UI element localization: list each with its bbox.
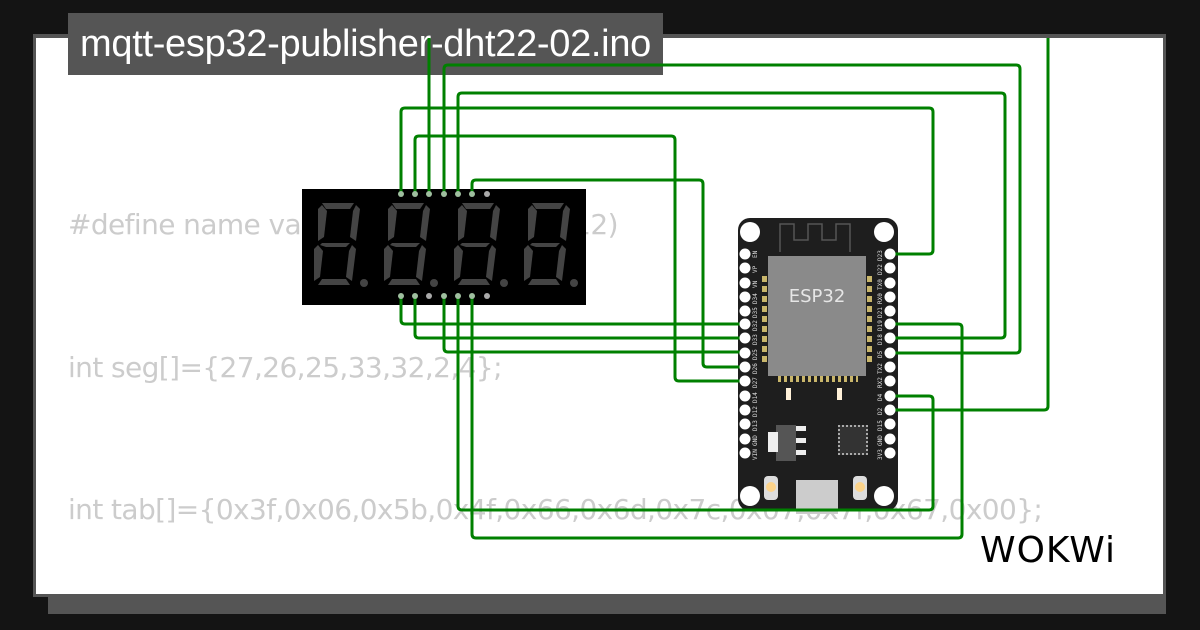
wire-i-d25: [442, 296, 745, 354]
svg-text:EN: EN: [752, 250, 759, 258]
voltage-regulator: [776, 425, 796, 461]
seven-segment-display[interactable]: [302, 189, 586, 305]
wire-k-d19: [470, 296, 964, 540]
svg-text:TX2: TX2: [877, 363, 884, 374]
usb-uart-chip: [838, 425, 868, 455]
mount-hole: [740, 486, 760, 506]
code-line: int seg[]={27,26,25,33,32,2,4};: [68, 350, 503, 384]
en-button[interactable]: [853, 476, 867, 500]
svg-text:D25: D25: [752, 349, 759, 360]
wire-j-d4: [456, 296, 935, 512]
mount-hole: [874, 486, 894, 506]
svg-text:D33: D33: [752, 334, 759, 345]
svg-text:3V3: 3V3: [877, 449, 884, 460]
wire-a-d23: [399, 106, 935, 256]
antenna-icon: [779, 223, 851, 252]
svg-text:D27: D27: [752, 377, 759, 388]
svg-text:D12: D12: [752, 406, 759, 417]
wire-f-d26: [470, 178, 745, 369]
wire-c-d2: [890, 38, 1050, 412]
svg-text:D4: D4: [877, 393, 884, 401]
svg-text:VP: VP: [752, 265, 759, 273]
wire-e-d18: [456, 91, 1007, 340]
esp32-module: [768, 256, 866, 376]
svg-text:D14: D14: [752, 392, 759, 403]
svg-text:GND: GND: [877, 435, 884, 446]
svg-text:RX0: RX0: [877, 293, 884, 304]
svg-text:D35: D35: [752, 307, 759, 318]
svg-text:RX2: RX2: [877, 377, 884, 388]
wire-h-d33: [413, 296, 745, 340]
svg-text:GND: GND: [752, 435, 759, 446]
svg-text:D34: D34: [752, 293, 759, 304]
svg-text:VIN: VIN: [752, 449, 759, 460]
mount-hole: [740, 222, 760, 242]
svg-text:VN: VN: [752, 280, 759, 288]
svg-text:D15: D15: [877, 420, 884, 431]
mount-hole: [874, 222, 894, 242]
svg-text:D18: D18: [877, 334, 884, 345]
wokwi-logo: WOKWi: [980, 530, 1117, 571]
svg-text:D32: D32: [752, 320, 759, 331]
seven-segment-digits-icon: [314, 203, 578, 287]
usb-port: [796, 480, 838, 514]
boot-button[interactable]: [764, 476, 778, 500]
svg-text:D22: D22: [877, 264, 884, 275]
esp32-board[interactable]: ESP32: [738, 218, 898, 514]
esp32-label: ESP32: [788, 286, 846, 307]
svg-text:D21: D21: [877, 307, 884, 318]
svg-text:D13: D13: [752, 420, 759, 431]
svg-text:D26: D26: [752, 363, 759, 374]
svg-text:TX0: TX0: [877, 279, 884, 290]
svg-text:D23: D23: [877, 250, 884, 261]
svg-text:D19: D19: [877, 320, 884, 331]
svg-text:D2: D2: [877, 407, 884, 415]
wire-b-d27: [413, 134, 745, 383]
wire-g-d32: [399, 296, 745, 326]
wire-d-d5: [442, 63, 1022, 355]
svg-text:D5: D5: [877, 350, 884, 358]
